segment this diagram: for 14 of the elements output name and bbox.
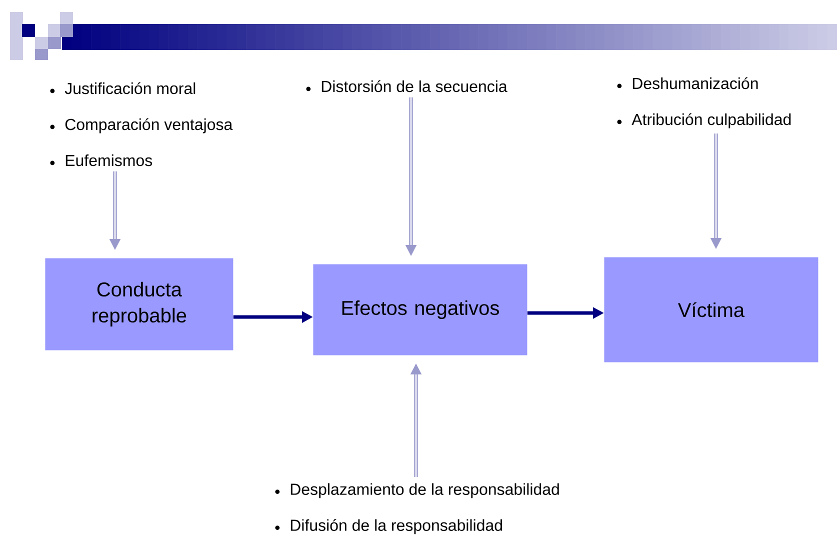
process-box: Conducta reprobable: [45, 258, 234, 350]
bullet-list: Distorsión de la secuencia: [306, 80, 508, 92]
node-label: Deshumanización: [632, 77, 758, 90]
bullet-list: Desplazamiento de la responsabilidad Difusión de la responsabilidad: [275, 483, 559, 534]
bullet-list: Justificación moral Comparación ventajosa Eufemismos: [50, 82, 233, 166]
node-label: Desplazamiento de la responsabilidad: [290, 483, 559, 498]
process-box: Efectos negativos: [313, 264, 528, 356]
node-label: Comparación ventajosa: [65, 118, 233, 134]
node-label: Difusión de la responsabilidad: [290, 519, 502, 534]
node-label: Eufemismos: [66, 154, 152, 166]
node-label: Atribución culpabilidad: [632, 113, 791, 128]
node-label: Justificación moral: [64, 82, 196, 94]
bullet-list: Deshumanización Atribución culpabilidad: [617, 77, 791, 128]
process-box: Víctima: [604, 257, 818, 362]
